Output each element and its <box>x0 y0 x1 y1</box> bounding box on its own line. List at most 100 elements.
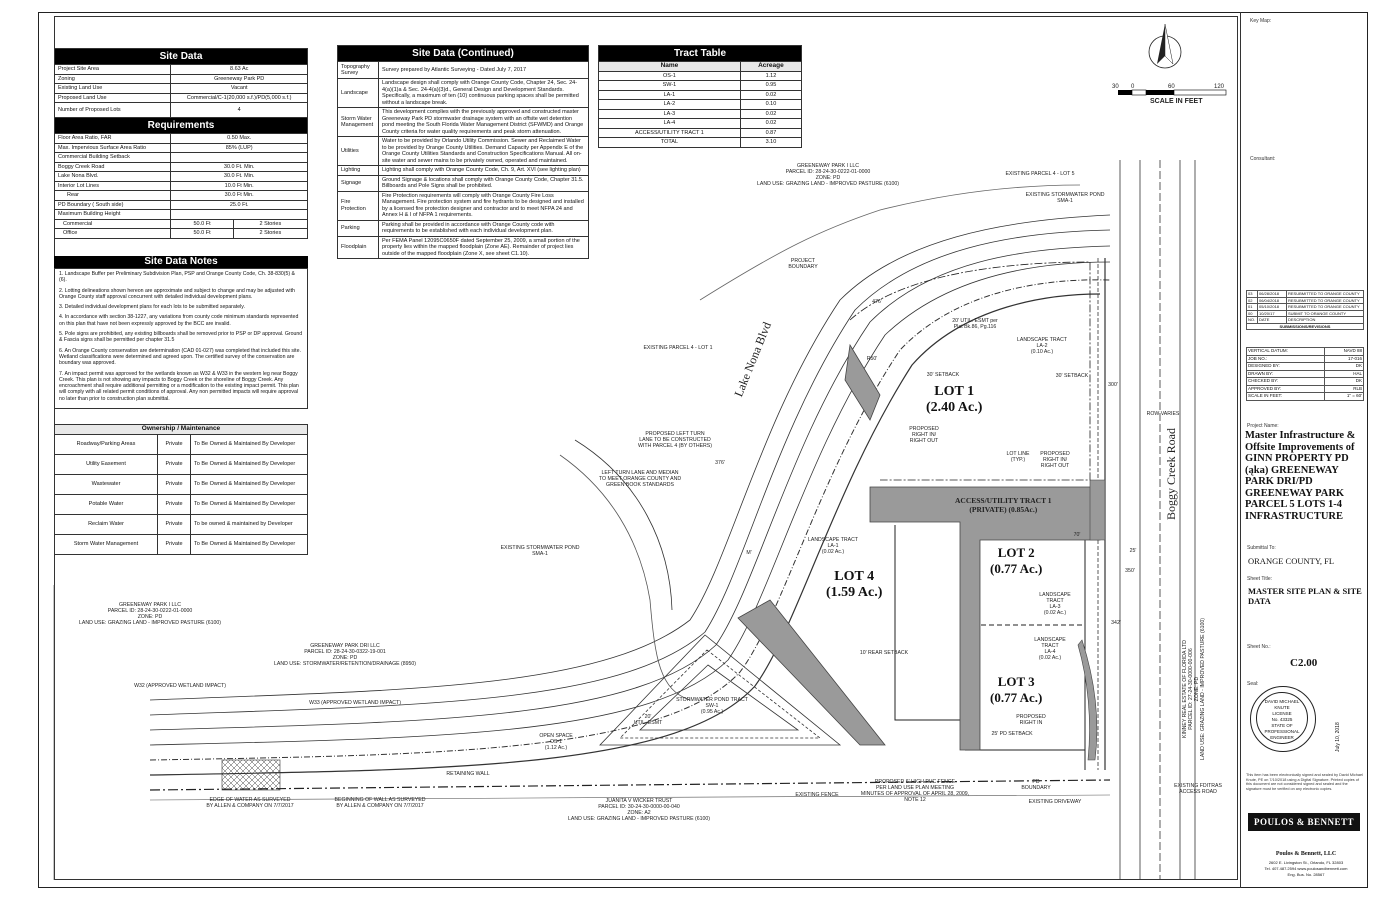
site-data-key: Existing Land Use <box>53 83 172 94</box>
tract-name: SW-1 <box>598 80 741 91</box>
plan-label-pd-boundary: PD BOUNDARY <box>1021 779 1051 791</box>
graphic-scale <box>1118 89 1227 96</box>
requirement-row: Lake Nona Blvd.30.0 Ft. Min. <box>53 171 308 182</box>
tract-acreage: 0.87 <box>739 127 803 138</box>
seal-text: DAVID MICHAEL KNUTE LICENSE No. 43325 ST… <box>1256 692 1308 744</box>
seal-date: July 10, 2018 <box>1335 722 1341 752</box>
ownership-maintenance: To Be Owned & Maintained By Developer <box>190 453 308 475</box>
height-stories: 2 Stories <box>232 228 309 239</box>
ownership-type: Private <box>157 513 191 535</box>
lot1-label: LOT 1(2.40 Ac.) <box>926 384 983 415</box>
ownership-item: Storm Water Management <box>54 533 158 555</box>
plan-label-retaining: RETAINING WALL <box>446 771 490 777</box>
tract-name: LA-1 <box>598 89 741 100</box>
requirement-row: PD Boundary ( South side)25.0 Ft. <box>53 199 308 210</box>
scale-tick-0: 0 <box>1131 84 1135 90</box>
site-data-continued-title: Site Data (Continued) <box>337 45 589 62</box>
tract-acreage: 0.02 <box>739 89 803 100</box>
scale-tick-120: 120 <box>1214 84 1225 90</box>
requirement-key: Interior Lot Lines <box>53 180 172 191</box>
firm-name: Poulos & Bennett, LLC <box>1275 851 1337 857</box>
ownership-maintenance: To Be Owned & Maintained By Developer <box>190 473 308 495</box>
plan-label-parcel4-lot5: EXISTING PARCEL 4 - LOT 5 <box>1005 171 1075 177</box>
north-arrow-icon <box>1148 23 1182 69</box>
plan-label-left-turn-median: LEFT TURN LANE AND MEDIAN TO MEET ORANGE… <box>598 470 682 488</box>
project-prop-key: APPROVED BY: <box>1245 384 1326 393</box>
site-data-value: Vacant <box>170 83 308 94</box>
ownership-type: Private <box>157 433 191 455</box>
plan-label-w33: W33 (APPROVED WETLAND IMPACT) <box>309 700 401 706</box>
requirement-value: 10.0 Ft Min. <box>170 180 308 191</box>
sheet-no-label: Sheet No.: <box>1247 644 1271 650</box>
plan-label-dim-342: 342' <box>1111 620 1121 626</box>
project-prop-key: SCALE IN FEET: <box>1245 392 1326 401</box>
revision-desc: RESUBMITTED TO ORANGE COUNTY <box>1286 296 1364 304</box>
ownership-item: Potable Water <box>54 493 158 515</box>
project-name: Master Infrastructure & Offsite Improvem… <box>1245 430 1356 522</box>
plan-label-gp-dri: GREENEWAY PARK DRI LLC PARCEL ID: 28-24-… <box>273 643 417 667</box>
sheet-number: C2.00 <box>1290 657 1318 669</box>
plan-label-dim-70: 70' <box>1073 532 1081 538</box>
plan-label-dim-25: 25' <box>1129 548 1137 554</box>
firm-registration: Eng. Bus. No. 28567 <box>1287 872 1325 877</box>
seal-label: Seal: <box>1247 681 1259 687</box>
site-note: 7. An impact permit was approved for the… <box>59 370 299 402</box>
site-note: 2. Lotting delineations shown hereon are… <box>59 287 295 300</box>
plan-label-left-turn: PROPOSED LEFT TURN LANE TO BE CONSTRUCTE… <box>638 431 712 449</box>
access-tract-paving <box>869 486 1101 751</box>
access-tract-label: ACCESS/UTILITY TRACT 1(PRIVATE) (0.85Ac.… <box>955 496 1052 514</box>
tract-col-name: Name <box>598 61 741 72</box>
ownership-type: Private <box>157 453 191 475</box>
lot3-label: LOT 3(0.77 Ac.) <box>990 674 1043 705</box>
requirement-key: PD Boundary ( South side) <box>53 199 172 210</box>
ownership-maintenance: To be owned & maintained by Developer <box>190 513 308 535</box>
consultant-label: Consultant: <box>1250 156 1276 162</box>
tract-name: TOTAL <box>598 137 741 148</box>
project-prop-row: CHECKED BY:DK <box>1245 377 1364 386</box>
project-prop-row: SCALE IN FEET:1" = 60' <box>1245 392 1364 401</box>
height-use: Office <box>53 228 172 239</box>
tract-acreage: 3.10 <box>739 137 803 148</box>
site-data-value: Greeneway Park PD <box>170 73 308 84</box>
boggy-creek-road-lines <box>1097 160 1196 880</box>
plan-label-pond-sma1-mid: EXISTING STORMWATER POND SMA-1 <box>500 545 580 557</box>
ownership-type: Private <box>157 473 191 495</box>
plan-label-dim-r50: R50' <box>866 356 878 362</box>
ownership-item: Reclaim Water <box>54 513 158 535</box>
plan-label-setback30a: 30' SETBACK <box>926 372 960 378</box>
height-stories: 2 Stories <box>232 218 309 229</box>
site-data-value: Commercial/C-1(20,000 s.f.)/PD(5,000 s.f… <box>170 92 308 103</box>
tract-acreage: 0.95 <box>739 80 803 91</box>
site-data-continued-key: Signage <box>337 174 379 192</box>
plan-label-pvc-fence: PROPOSED 6' HIGH PVC FENCE PER LAND USE … <box>860 779 970 803</box>
firm-logo: POULOS & BENNETT <box>1248 813 1360 831</box>
tract-name: ACCESS/UTILITY TRACT 1 <box>598 127 741 138</box>
plan-label-setback25: 25' PD SETBACK <box>991 731 1033 737</box>
ownership-type: Private <box>157 493 191 515</box>
plan-label-dim-m: M' <box>746 550 752 556</box>
key-map-label: Key Map: <box>1250 18 1272 24</box>
site-data-key: Number of Proposed Lots <box>53 102 172 118</box>
site-data-continued-value: This development complies with the previ… <box>378 107 589 137</box>
project-prop-value: 17-016 <box>1324 354 1364 363</box>
title-block-divider <box>1240 12 1241 888</box>
